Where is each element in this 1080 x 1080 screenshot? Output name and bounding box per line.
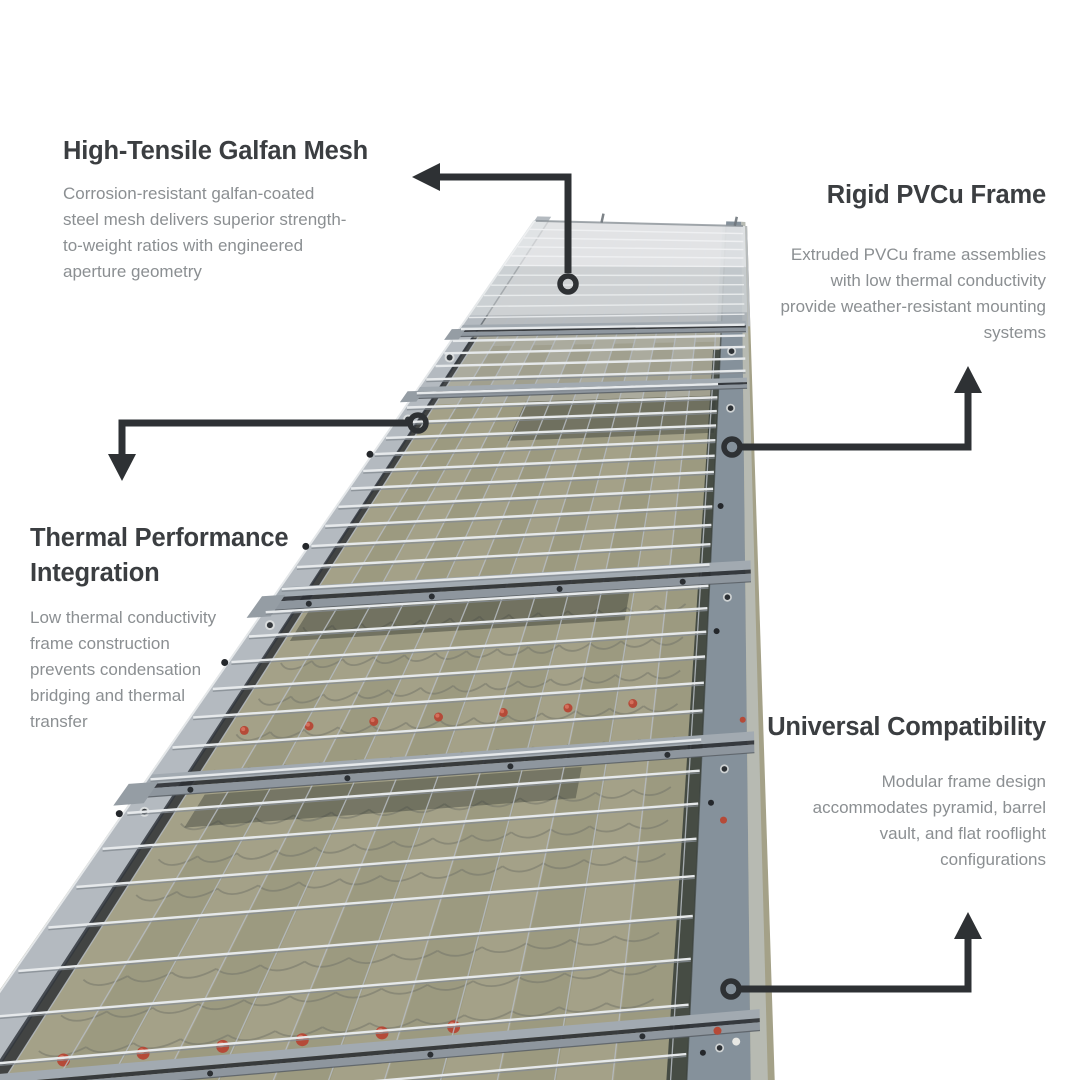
callout-title: Universal Compatibility [767, 713, 1046, 741]
ring-marker-icon [407, 412, 429, 434]
connector-universal-compatibility [720, 912, 982, 1000]
callout-universal-compatibility: Universal Compatibility Modular frame de… [767, 710, 1046, 873]
callout-thermal-performance-integration: Thermal Performance Integration Low ther… [30, 521, 289, 735]
ring-marker-icon [721, 436, 743, 458]
connector-rigid-pvcu-frame [721, 366, 982, 458]
arrowhead-left-icon [412, 163, 440, 191]
callout-title: Rigid PVCu Frame [826, 181, 1046, 209]
ring-marker-icon [557, 273, 579, 295]
connector-thermal-performance-integration [108, 412, 429, 481]
callout-description: Modular frame design accommodates pyrami… [812, 772, 1046, 869]
arrowhead-up-icon [954, 912, 982, 939]
callout-title: High-Tensile Galfan Mesh [63, 137, 369, 165]
callout-description: Low thermal conductivity frame construct… [30, 608, 217, 731]
ring-marker-icon [720, 978, 742, 1000]
arrowhead-down-icon [108, 454, 136, 481]
connector-line [118, 419, 408, 455]
connector-line [438, 173, 572, 273]
connector-line [742, 392, 972, 451]
callout-description: Corrosion-resistant galfan-coated steel … [63, 184, 347, 281]
callout-rigid-pvcu-frame: Rigid PVCu Frame Extruded PVCu frame ass… [780, 178, 1046, 346]
callout-description: Extruded PVCu frame assemblies with low … [780, 245, 1046, 342]
connector-line [741, 938, 972, 993]
connector-high-tensile-galfan-mesh [412, 163, 579, 295]
callout-high-tensile-galfan-mesh: High-Tensile Galfan Mesh Corrosion-resis… [63, 134, 368, 285]
arrowhead-up-icon [954, 366, 982, 393]
callout-title: Thermal Performance Integration [30, 524, 289, 587]
